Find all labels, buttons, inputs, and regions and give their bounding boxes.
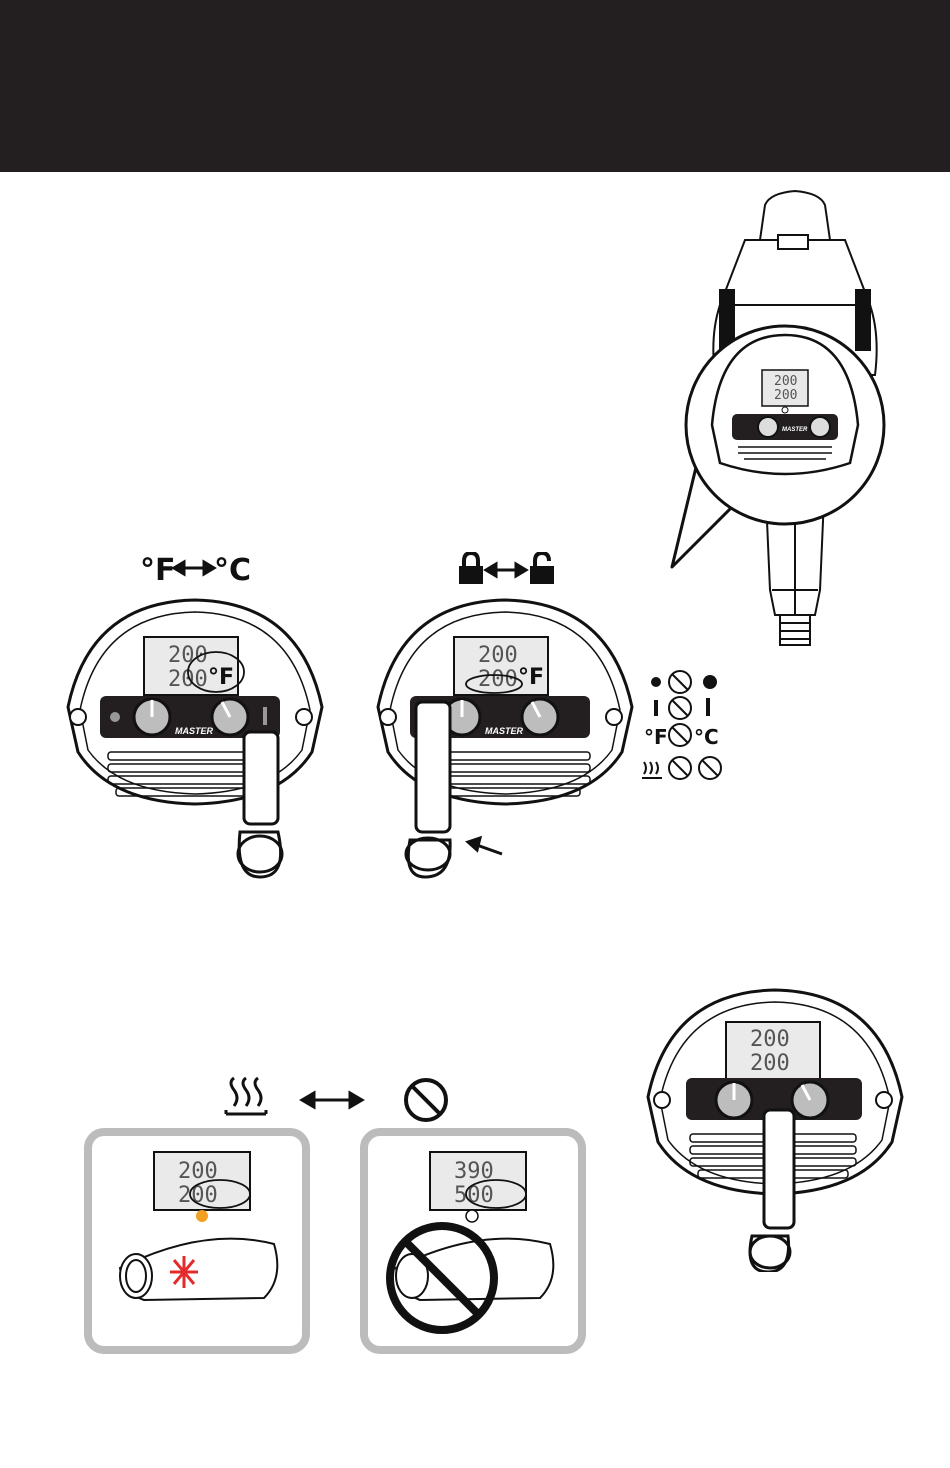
legend-celsius: °C [694, 725, 719, 749]
heat-on-icon [226, 1078, 266, 1114]
fan-knob[interactable] [134, 699, 170, 735]
panel1-brand: MASTER [175, 726, 214, 736]
heat-on-led [196, 1210, 208, 1222]
lock-legend: °F °C [640, 668, 730, 792]
legend-fahrenheit: °F [644, 725, 668, 749]
heat-off-panel: 390 500 [360, 1128, 586, 1354]
heat-on-panel: 200 200 [84, 1128, 310, 1354]
screw-left [380, 709, 396, 725]
gun-lcd-line1: 200 [774, 374, 797, 389]
unit-toggle-label: °F °C [140, 548, 250, 588]
temp-knob[interactable] [792, 1082, 828, 1118]
temp-knob[interactable] [212, 699, 248, 735]
unit-fahrenheit-label: °F [140, 553, 176, 588]
header-bar [0, 0, 950, 172]
gun-lcd-line2: 200 [774, 388, 797, 403]
panel3-lcd-line1: 200 [750, 1027, 790, 1052]
heat-off-icon [406, 1080, 446, 1120]
lock-toggle-label [458, 552, 558, 586]
heat-icon [642, 762, 662, 778]
temp-lock-icon [669, 697, 691, 719]
lanyard [238, 732, 282, 877]
screw-left [654, 1092, 670, 1108]
screw-right [606, 709, 622, 725]
thermometer-icon [263, 707, 267, 725]
temp-knob[interactable] [522, 699, 558, 735]
panel3-lcd-line2: 200 [750, 1051, 790, 1076]
heat-gun-overview: 200 200 MASTER [660, 185, 930, 675]
cooldown-icon [699, 757, 721, 779]
fan-icon [110, 712, 120, 722]
screw-right [876, 1092, 892, 1108]
heat-glow-icon [170, 1256, 198, 1288]
panel2-lcd-line2: 200 [478, 667, 518, 692]
press-arrow [468, 838, 502, 854]
screw-left [70, 709, 86, 725]
unit-lock-icon [669, 724, 691, 746]
screw-right [296, 709, 312, 725]
heat-lock-icon [669, 757, 691, 779]
heat-off-led [466, 1210, 478, 1222]
gun-brand: MASTER [782, 427, 808, 433]
fan-knob[interactable] [716, 1082, 752, 1118]
control-panel-cooldown: 200 200 [640, 982, 910, 1272]
fan-lock-icon [669, 671, 691, 693]
unlock-icon [530, 553, 554, 584]
panel2-lcd-line1: 200 [478, 643, 518, 668]
control-panel-lock: 200 200 °F MASTER [370, 592, 640, 882]
unit-celsius-label: °C [214, 553, 250, 588]
panel2-brand: MASTER [485, 726, 524, 736]
control-panel-unit: 200 200 °F MASTER [60, 592, 330, 882]
panel1-lcd-unit: °F [208, 665, 234, 690]
lock-icon [459, 553, 483, 584]
heat-mode-toggle-label [220, 1076, 460, 1124]
